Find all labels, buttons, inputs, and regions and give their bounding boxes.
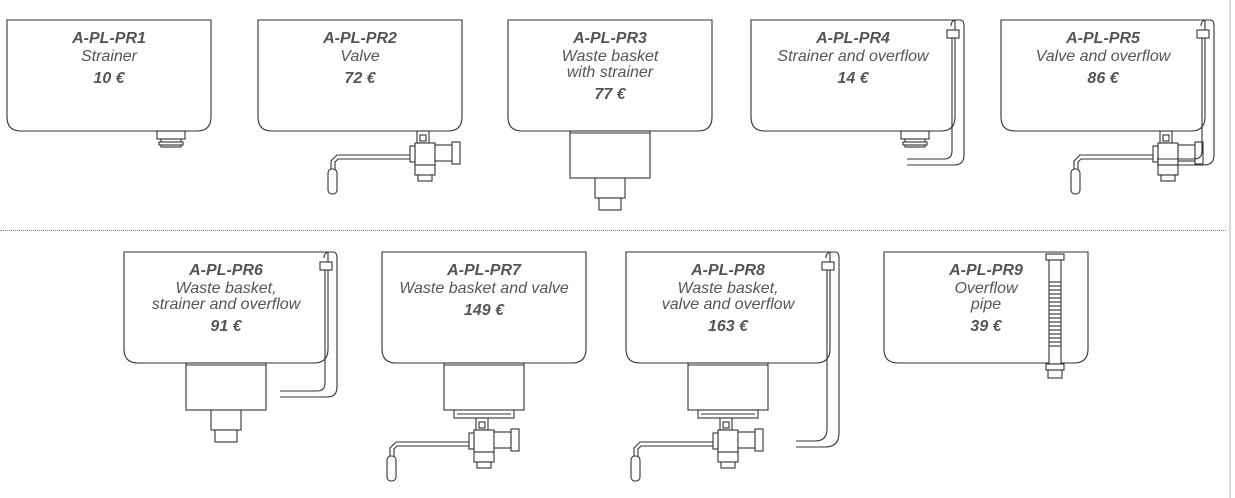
product-description-line: with strainer — [566, 64, 654, 81]
product-description-line: pipe — [970, 296, 1002, 313]
sink-tank-outline — [883, 251, 1089, 364]
product-card-art — [257, 19, 463, 195]
sink-tank-outline — [625, 251, 831, 364]
product-price: 72 € — [344, 70, 376, 87]
product-code: A-PL-PR3 — [573, 30, 647, 47]
sink-tank-outline — [381, 251, 587, 364]
product-card-art — [750, 19, 965, 166]
product-card-art — [883, 251, 1089, 379]
product-description-line: Valve and overflow — [1035, 48, 1171, 65]
product-price: 163 € — [707, 318, 749, 335]
product-code: A-PL-PR4 — [816, 30, 890, 47]
product-card-art — [6, 19, 212, 148]
product-card-art — [507, 19, 713, 211]
product-description-line: Valve — [340, 48, 380, 65]
sink-tank-outline — [123, 251, 329, 364]
product-card-art — [381, 251, 587, 482]
scrollbar-track[interactable] — [1229, 0, 1231, 498]
product-price: 91 € — [210, 318, 242, 335]
product-description-line: Strainer and overflow — [777, 48, 929, 65]
product-description-line: Waste basket — [561, 48, 659, 65]
product-description-line: strainer and overflow — [151, 296, 301, 313]
product-code: A-PL-PR5 — [1066, 30, 1140, 47]
product-description-line: Waste basket, — [677, 280, 779, 297]
sink-tank-outline — [1000, 19, 1206, 132]
product-code: A-PL-PR2 — [323, 30, 397, 47]
sink-tank-outline — [257, 19, 463, 132]
product-price: 14 € — [837, 70, 869, 87]
product-code: A-PL-PR1 — [72, 30, 146, 47]
product-price: 86 € — [1087, 70, 1119, 87]
product-description-line: Waste basket and valve — [399, 280, 569, 297]
product-code: A-PL-PR6 — [189, 262, 263, 279]
product-code: A-PL-PR7 — [447, 262, 521, 279]
product-code: A-PL-PR9 — [949, 262, 1023, 279]
product-price: 77 € — [594, 86, 626, 103]
product-code: A-PL-PR8 — [691, 262, 765, 279]
row-divider — [0, 230, 1226, 231]
product-price: 149 € — [463, 302, 505, 319]
product-description-line: Overflow — [954, 280, 1018, 297]
product-description-line: Strainer — [80, 48, 138, 65]
product-card-art — [625, 251, 840, 482]
product-description-line: valve and overflow — [661, 296, 795, 313]
product-price: 39 € — [970, 318, 1002, 335]
product-description-line: Waste basket, — [175, 280, 277, 297]
product-price: 10 € — [93, 70, 125, 87]
product-card-art — [1000, 19, 1215, 195]
sink-tank-outline — [6, 19, 212, 132]
sink-tank-outline — [507, 19, 713, 132]
product-card-art — [123, 251, 338, 443]
sink-tank-outline — [750, 19, 956, 132]
